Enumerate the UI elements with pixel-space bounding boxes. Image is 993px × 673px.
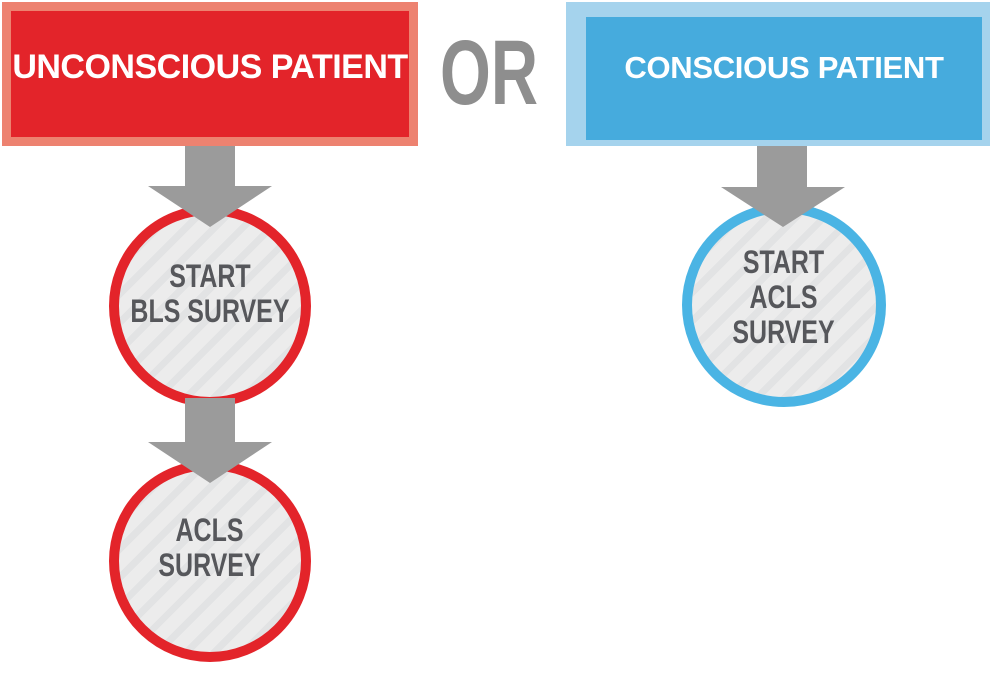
or-label: OR (440, 22, 538, 124)
start-bls-survey-node: START BLS SURVEY (109, 205, 311, 407)
conscious-patient-box-inner: CONSCIOUS PATIENT (586, 17, 982, 140)
node-line: SURVEY (732, 313, 836, 350)
acls-survey-label: ACLS SURVEY (159, 513, 261, 583)
acls-survey-node: ACLS SURVEY (109, 460, 311, 662)
node-line: ACLS (176, 512, 244, 548)
node-line: START (743, 243, 825, 280)
down-arrow-icon (148, 146, 272, 227)
node-line: START (169, 258, 251, 294)
start-bls-survey-label: START BLS SURVEY (130, 259, 289, 329)
unconscious-patient-box: UNCONSCIOUS PATIENT (2, 2, 418, 146)
conscious-patient-box: CONSCIOUS PATIENT (566, 2, 990, 146)
or-connector: OR (440, 26, 538, 120)
down-arrow-icon (721, 146, 845, 227)
unconscious-patient-label: UNCONSCIOUS PATIENT (12, 48, 408, 86)
node-line: ACLS (750, 278, 818, 315)
conscious-patient-label: CONSCIOUS PATIENT (624, 49, 944, 85)
start-acls-survey-node: START ACLS SURVEY (682, 203, 886, 407)
down-arrow-icon (148, 398, 272, 483)
node-line: BLS SURVEY (130, 293, 290, 329)
node-line: SURVEY (158, 547, 262, 583)
start-acls-survey-label: START ACLS SURVEY (732, 243, 836, 350)
